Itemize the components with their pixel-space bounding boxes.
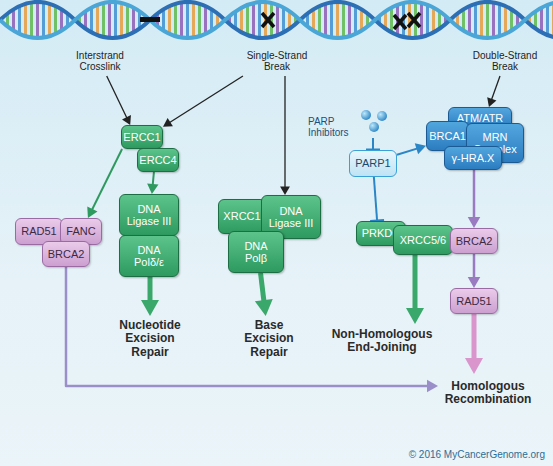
arrow-head	[87, 207, 97, 218]
node-text: XRCC5/6	[400, 234, 446, 246]
node-text: BRCA2	[48, 248, 85, 260]
lesion-label: Double-Strand Break	[466, 46, 544, 76]
double-break-mark	[394, 13, 420, 29]
dna-strand	[0, 2, 553, 38]
protein-box: PARP1	[349, 150, 397, 177]
connector	[280, 76, 290, 195]
connector	[465, 314, 483, 374]
node-text: Double-Strand Break	[466, 50, 544, 72]
node-text: DNA Polδ/ε	[126, 244, 172, 269]
arrow-head	[255, 299, 273, 316]
connector-line	[284, 76, 285, 189]
connector-line	[372, 138, 374, 150]
node-text: Homologous Recombination	[438, 380, 538, 407]
protein-box: DNA Polβ	[228, 231, 284, 273]
arrow-head	[427, 380, 438, 393]
node-text: BRCA1	[429, 130, 466, 142]
node-text: Single-Strand Break	[240, 50, 314, 72]
connector-line	[397, 148, 419, 155]
connector-line	[472, 314, 477, 363]
node-text: PARP1	[355, 157, 390, 169]
connector	[163, 76, 243, 127]
protein-box: ERCC1	[121, 125, 163, 149]
inhibitor-dot	[361, 110, 371, 120]
protein-box: BRCA2	[450, 228, 498, 254]
node-text: RAD51	[456, 295, 491, 307]
arrow-head	[141, 300, 159, 316]
arrow-head	[280, 186, 290, 195]
node-text: PARP Inhibitors	[308, 116, 360, 138]
connector-line	[91, 149, 122, 212]
node-text: Nucleotide Excision Repair	[108, 319, 192, 359]
copyright-label: © 2016 MyCancerGenome.org	[409, 449, 545, 460]
connector-line	[66, 267, 430, 386]
connector	[87, 149, 122, 218]
connector	[468, 254, 481, 288]
protein-box: ERCC4	[137, 148, 179, 172]
protein-box: DNA Ligase III	[119, 194, 179, 236]
node-text: ERCC1	[123, 131, 160, 143]
pathway-label: Homologous Recombination	[438, 374, 538, 412]
lesion-label: Interstrand Crosslink	[63, 46, 137, 76]
node-text: ERCC4	[139, 154, 176, 166]
connector-line	[413, 255, 418, 313]
arrow-head	[468, 217, 481, 228]
arrow-head	[122, 115, 131, 125]
pathway-label: Base Excision Repair	[236, 316, 302, 362]
protein-box: γ-HRA.X	[444, 146, 502, 170]
connector	[255, 273, 273, 316]
protein-box: RAD51	[450, 288, 498, 314]
node-text: Interstrand Crosslink	[63, 50, 137, 72]
pathway-label: Nucleotide Excision Repair	[108, 316, 192, 362]
dna-base-pairs	[0, 2, 553, 38]
connector-line	[168, 76, 243, 124]
lesion-label: Single-Strand Break	[240, 46, 314, 76]
connector	[468, 170, 481, 228]
connector	[487, 76, 500, 107]
node-text: γ-HRA.X	[452, 152, 495, 164]
protein-box: XRCC1	[218, 199, 266, 234]
arrow-head	[147, 184, 158, 194]
drug-label: PARP Inhibitors	[308, 106, 392, 138]
arrow-head	[406, 308, 424, 324]
dna-strand	[0, 2, 553, 38]
connector	[397, 143, 426, 154]
node-text: DNA Ligase III	[268, 205, 314, 230]
connector-line	[107, 76, 128, 120]
node-text: XRCC1	[223, 210, 260, 222]
connector	[107, 76, 131, 125]
node-text: FANC	[66, 225, 95, 237]
connector	[66, 267, 438, 392]
connector	[366, 138, 380, 150]
node-text: Base Excision Repair	[236, 319, 302, 359]
node-text: DNA Polβ	[235, 240, 277, 265]
break-mark	[262, 13, 274, 27]
connector-line	[491, 76, 500, 101]
node-text: RAD51	[21, 225, 56, 237]
connector	[406, 255, 424, 324]
protein-box: XRCC5/6	[393, 225, 453, 255]
connector	[141, 277, 159, 316]
connector-line	[374, 177, 377, 221]
arrow-head	[487, 97, 496, 107]
pathway-label: Non-Homologous End-Joining	[328, 324, 436, 358]
protein-box: DNA Polδ/ε	[119, 235, 179, 277]
arrow-head	[163, 118, 173, 127]
arrow-head	[468, 277, 481, 288]
connector-line	[473, 254, 476, 280]
crosslink-mark	[140, 17, 160, 22]
arrow-head	[415, 143, 426, 154]
connector-line	[473, 170, 476, 220]
inhibitor-dot	[377, 111, 387, 121]
node-text: Non-Homologous End-Joining	[328, 328, 436, 355]
inhibitor-dot	[369, 122, 379, 132]
arrow-head	[465, 358, 483, 374]
connector-line	[261, 273, 265, 305]
protein-box: BRCA2	[42, 241, 90, 267]
connector	[147, 172, 158, 194]
connector	[370, 177, 384, 222]
node-text: BRCA2	[456, 235, 493, 247]
node-text: DNA Ligase III	[126, 203, 172, 228]
